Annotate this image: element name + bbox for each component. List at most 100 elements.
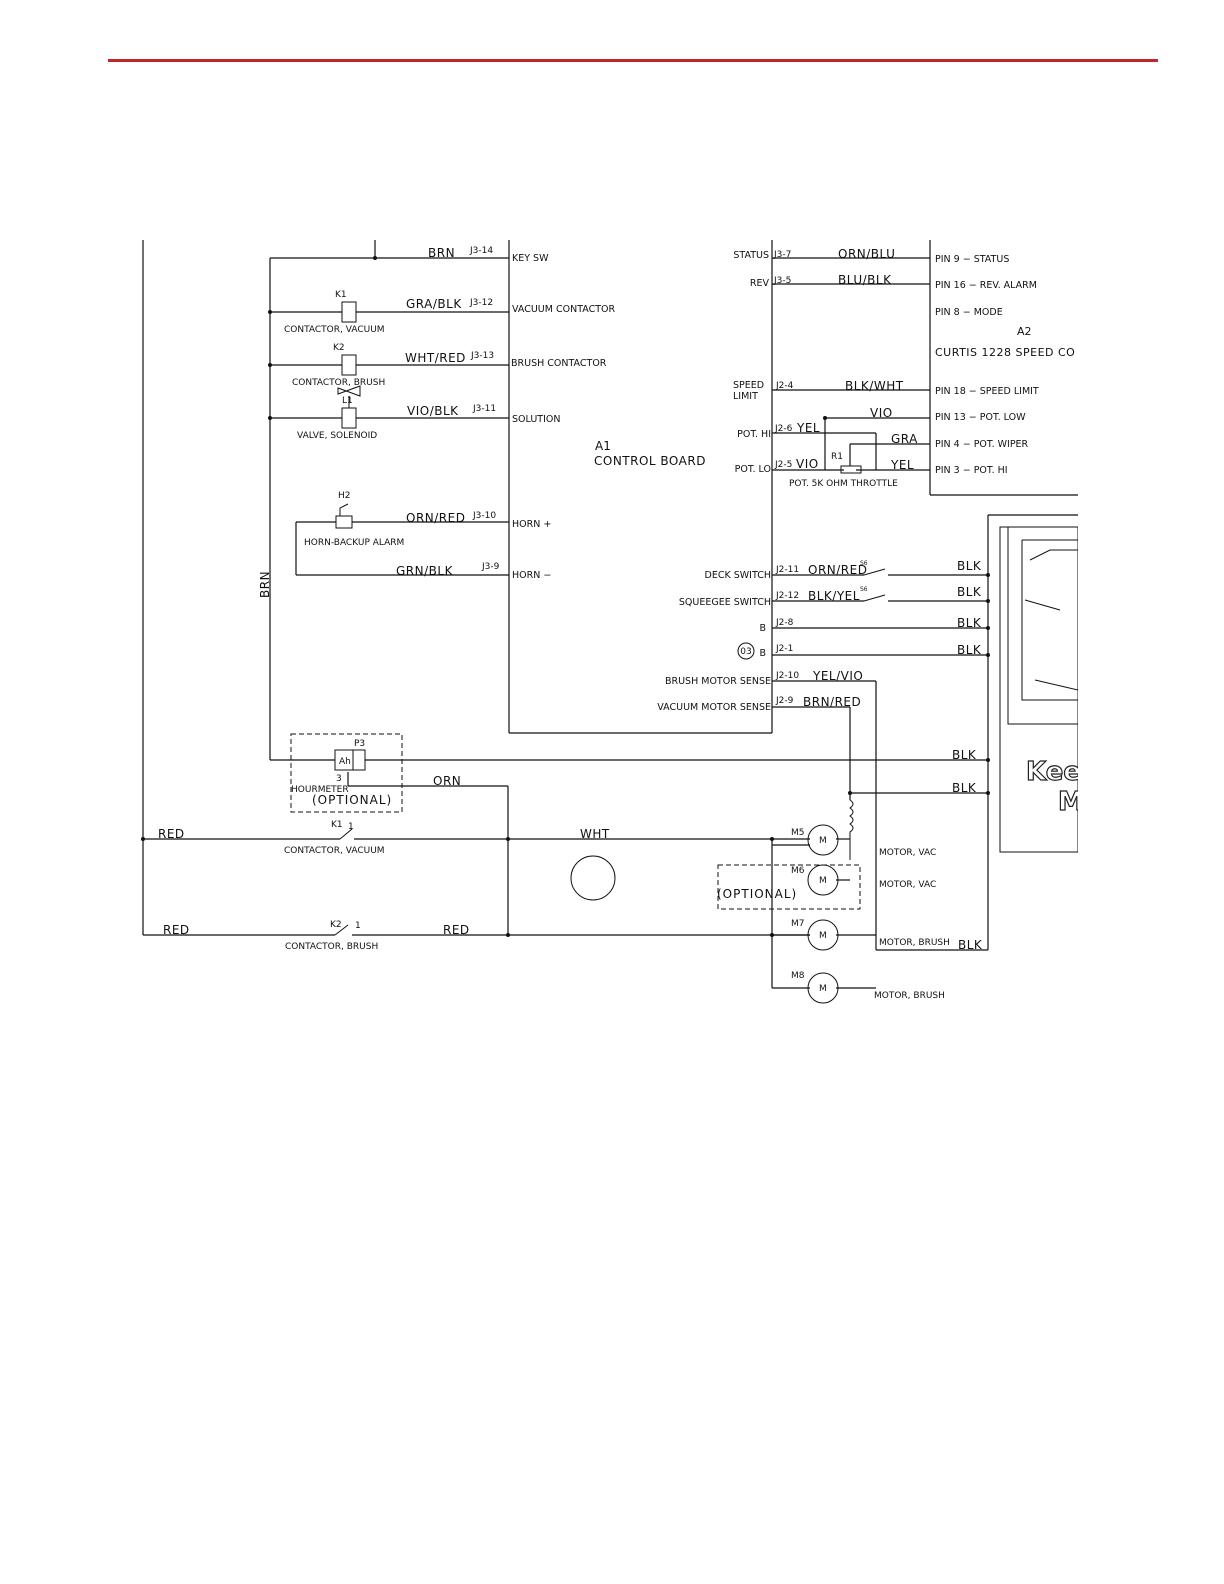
wire-orn: ORN [433, 774, 461, 788]
h2-name: HORN-BACKUP ALARM [304, 538, 404, 548]
m5-label: M5 [791, 828, 805, 838]
m6-label: M6 [791, 866, 805, 876]
conn-j3-9: J3-9 [481, 562, 500, 572]
p3-pin: 3 [336, 774, 342, 784]
pin-key-sw: KEY SW [512, 253, 549, 264]
a2-pin-16: PIN 16 − REV. ALARM [935, 280, 1037, 291]
wire-brn-vertical: BRN [258, 571, 272, 598]
header-rule [108, 59, 1158, 62]
control-board-a1 [508, 240, 773, 734]
a2-pin-3: PIN 3 − POT. HI [935, 465, 1008, 476]
wire-grn-blk: GRN/BLK [396, 564, 454, 578]
wire-blk-1: BLK [957, 559, 982, 573]
l1-label: L1 [342, 396, 353, 406]
conn-j3-10: J3-10 [472, 511, 496, 521]
conn-j2-5: J2-5 [774, 460, 792, 470]
pin-vacuum-contactor: VACUUM CONTACTOR [512, 304, 616, 315]
wire-orn-red: ORN/RED [406, 511, 465, 525]
m8-label: M8 [791, 971, 805, 981]
pin-speed: SPEED [733, 380, 764, 391]
a2-label: A2 [1017, 325, 1032, 338]
conn-j3-14: J3-14 [469, 246, 493, 256]
ref-03: 03 [740, 647, 751, 657]
conn-j2-6: J2-6 [774, 424, 793, 434]
m7-label: M7 [791, 919, 805, 929]
m5-symbol: M [819, 836, 827, 846]
wire-orn-blu: ORN/BLU [838, 247, 895, 261]
relay-coils [335, 301, 361, 529]
pin-b-2: B [759, 648, 766, 659]
wire-yel-vio: YEL/VIO [812, 669, 863, 683]
wire-blk-5: BLK [952, 748, 977, 762]
pin-pot-hi: POT. HI [737, 429, 771, 440]
conn-j3-11: J3-11 [472, 404, 496, 414]
pin-horn-plus: HORN + [512, 519, 551, 530]
p3-symbol: Ah [339, 757, 351, 767]
right-wiring: Keep M [570, 240, 1100, 1004]
wire-wht: WHT [580, 827, 610, 841]
m7-symbol: M [819, 931, 827, 941]
left-wiring [141, 240, 988, 937]
wire-blk-2: BLK [957, 585, 982, 599]
pin-b-1: B [759, 623, 766, 634]
pin-brush-contactor: BRUSH CONTACTOR [511, 358, 607, 369]
wire-gra: GRA [891, 432, 918, 446]
keep-label: Keep [1026, 757, 1100, 787]
k1-contact-name: CONTACTOR, VACUUM [284, 846, 385, 856]
a2-pin-4: PIN 4 − POT. WIPER [935, 439, 1029, 450]
k2-contact-label: K2 [330, 920, 342, 930]
wire-vio-j2-5: VIO [796, 457, 819, 471]
wire-brn-red: BRN/RED [803, 695, 861, 709]
k2-contact-name: CONTACTOR, BRUSH [285, 942, 378, 952]
a1-name: CONTROL BOARD [594, 454, 706, 468]
h2-label: H2 [338, 491, 351, 501]
conn-j2-10: J2-10 [775, 671, 799, 681]
switch-s6a: S6 [860, 560, 868, 567]
a2-pin-8: PIN 8 − MODE [935, 307, 1003, 318]
r1-label: R1 [831, 452, 843, 462]
wire-wht-red: WHT/RED [405, 351, 466, 365]
pin-brush-motor-sense: BRUSH MOTOR SENSE [665, 676, 771, 687]
wire-vio-blk: VIO/BLK [407, 404, 459, 418]
wire-blk-wht: BLK/WHT [845, 379, 904, 393]
pin-deck-switch: DECK SWITCH [705, 570, 771, 581]
p3-optional: (OPTIONAL) [312, 793, 392, 807]
hourmeter [290, 733, 403, 813]
pin-solution: SOLUTION [512, 414, 560, 425]
wire-red-1: RED [158, 827, 185, 841]
pin-squeegee-switch: SQUEEGEE SWITCH [679, 597, 771, 608]
conn-j3-7: J3-7 [773, 250, 791, 260]
wire-brn-top: BRN [428, 246, 455, 260]
k2-label: K2 [333, 343, 345, 353]
a2-pin-9: PIN 9 − STATUS [935, 254, 1009, 265]
pin-rev: REV [750, 278, 770, 289]
m6-symbol: M [819, 876, 827, 886]
k2-name: CONTACTOR, BRUSH [292, 378, 385, 388]
m5-name: MOTOR, VAC [879, 848, 936, 858]
m6-optional: (OPTIONAL) [717, 887, 797, 901]
m6-name: MOTOR, VAC [879, 880, 936, 890]
conn-j2-4: J2-4 [775, 381, 794, 391]
wire-blk-7: BLK [958, 938, 983, 952]
p3-name: HOURMETER [291, 785, 349, 795]
wire-blk-4: BLK [957, 643, 982, 657]
a2-pin-13: PIN 13 − POT. LOW [935, 412, 1026, 423]
wire-vio: VIO [870, 406, 893, 420]
keep-label-2: M [1058, 787, 1084, 817]
conn-j3-5: J3-5 [773, 276, 791, 286]
m7-name: MOTOR, BRUSH [879, 938, 950, 948]
wire-yel: YEL [890, 458, 914, 472]
k1-label: K1 [335, 290, 347, 300]
pin-horn-minus: HORN − [512, 570, 551, 581]
wire-orn-red-deck: ORN/RED [808, 563, 867, 577]
k1-contact-pin: 1 [348, 822, 354, 832]
a1-label: A1 [595, 439, 611, 453]
pin-vacuum-motor-sense: VACUUM MOTOR SENSE [657, 702, 771, 713]
p3-label: P3 [354, 739, 365, 749]
wire-blk-6: BLK [952, 781, 977, 795]
m8-symbol: M [819, 984, 827, 994]
k2-contact-pin: 1 [355, 921, 361, 931]
conn-j3-12: J3-12 [469, 298, 493, 308]
l1-name: VALVE, SOLENOID [297, 431, 377, 441]
